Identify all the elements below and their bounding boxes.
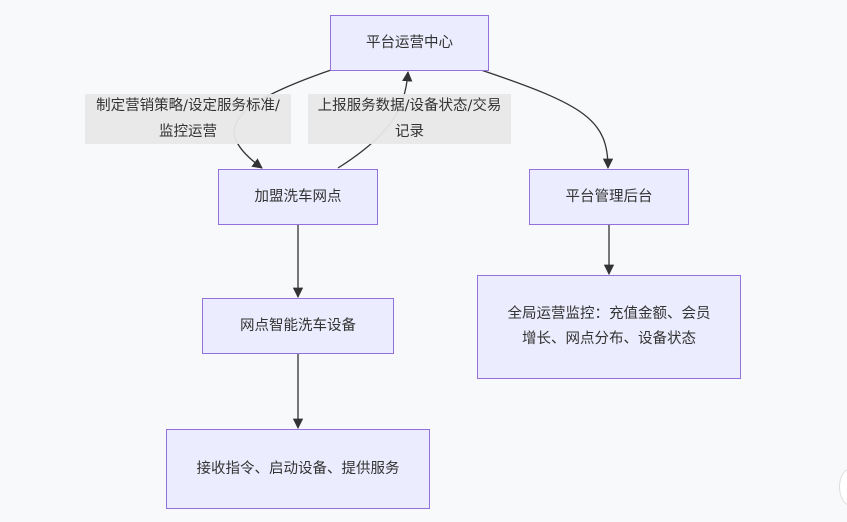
edge-label-strategy: 制定营销策略/设定服务标准/监控运营 [85,94,291,144]
node-franchise-car-wash[interactable]: 加盟洗车网点 [218,169,378,225]
edge-center-to-admin [480,69,614,170]
node-platform-admin[interactable]: 平台管理后台 [529,169,689,225]
edge-label-report: 上报服务数据/设备状态/交易记录 [308,94,511,144]
node-receive-command-service[interactable]: 接收指令、启动设备、提供服务 [166,429,430,509]
node-platform-operation-center[interactable]: 平台运营中心 [330,15,489,71]
node-smart-wash-device[interactable]: 网点智能洗车设备 [202,298,394,354]
node-global-monitoring[interactable]: 全局运营监控：充值金额、会员增长、网点分布、设备状态 [477,275,741,379]
